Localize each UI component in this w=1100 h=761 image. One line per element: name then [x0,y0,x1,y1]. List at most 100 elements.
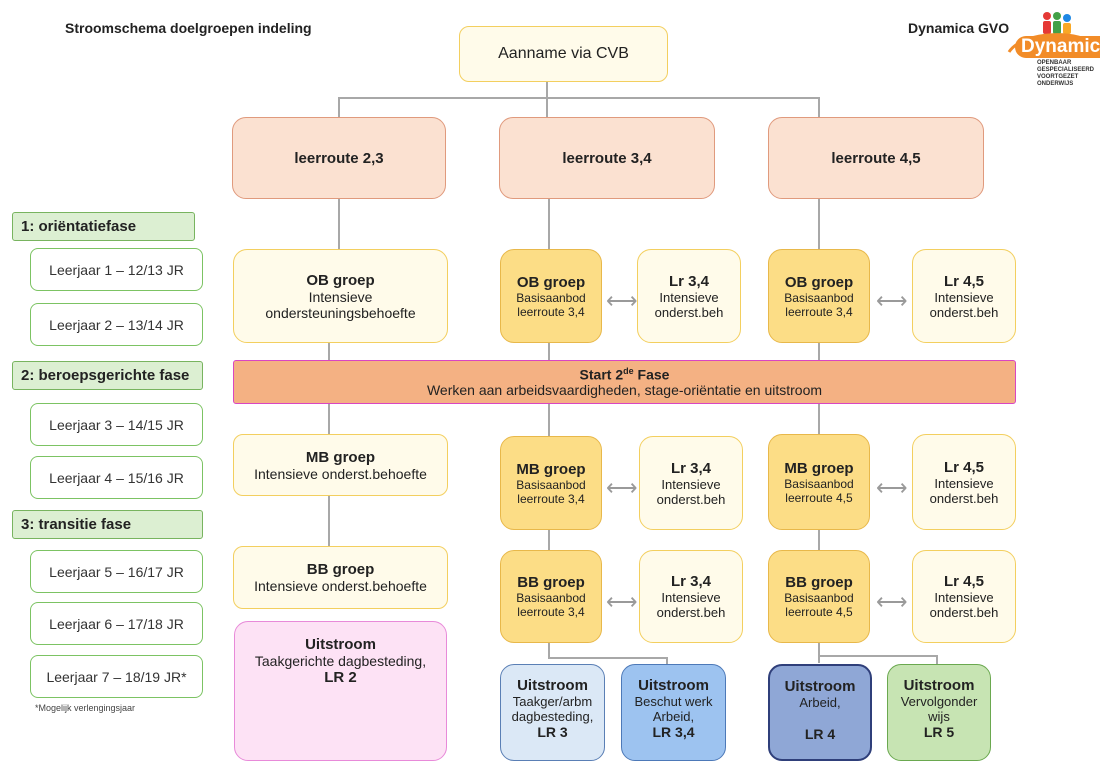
connector-line [818,97,820,117]
connector-line [936,655,938,665]
bb-group-col2: BB groep Basisaanbod leerroute 3,4 [500,550,602,643]
outflow-title: Uitstroom [903,677,975,694]
connector-line [818,199,820,249]
ob-group-col1: OB groep Intensieve ondersteuningsbehoef… [233,249,448,343]
year-item-5: Leerjaar 5 – 16/17 JR [30,550,203,593]
double-arrow-icon: ⟷ [876,589,908,614]
group-title: BB groep [306,561,375,578]
group-line: onderst.beh [929,304,999,320]
mb-group-col1: MB groep Intensieve onderst.behoefte [233,434,448,496]
route-label: leerroute 2,3 [294,149,384,167]
group-line: leerroute 4,5 [785,605,853,619]
year-item-7: Leerjaar 7 – 18/19 JR* [30,655,203,698]
double-arrow-icon: ⟷ [876,288,908,313]
group-line: onderst.beh [654,304,724,320]
logo-word: Dynamica [1015,36,1100,58]
year-item-3: Leerjaar 3 – 14/15 JR [30,403,203,446]
year-item-6: Leerjaar 6 – 17/18 JR [30,602,203,645]
outflow-line: Arbeid, [652,709,695,724]
connector-line [328,496,330,546]
group-line: ondersteuningsbehoefte [265,304,416,321]
ob-group-col2: OB groep Basisaanbod leerroute 3,4 [500,249,602,343]
outflow-code: LR 5 [923,724,955,740]
group-line: onderst.beh [929,605,999,620]
connector-line [666,657,668,665]
logo-line-2: GESPECIALISEERD [1037,67,1095,73]
group-title: BB groep [517,574,585,591]
group-title: Lr 3,4 [670,459,712,477]
bb-group-col1: BB groep Intensieve onderst.behoefte [233,546,448,609]
group-line: Basisaanbod [784,476,854,491]
outflow-line: wijs [928,709,950,724]
group-title: MB groep [305,448,376,466]
group-title: Lr 3,4 [668,272,710,290]
outflow-line: dagbesteding, [511,709,594,724]
connector-line [338,97,819,99]
logo-line-1: OPENBAAR [1037,60,1072,66]
group-line: Basisaanbod [516,477,586,492]
group-line: leerroute 3,4 [517,605,585,619]
double-arrow-icon: ⟷ [606,475,638,500]
lr34-intensive-bb: Lr 3,4 Intensieve onderst.beh [639,550,743,643]
banner-title: Start 2de Fase [579,365,670,383]
double-arrow-icon: ⟷ [606,288,638,313]
bb-group-col3: BB groep Basisaanbod leerroute 4,5 [768,550,870,643]
group-title: Lr 4,5 [943,458,985,476]
route-3-4-box: leerroute 3,4 [499,117,715,199]
connector-line [548,530,550,550]
logo-line-3: VOORTGEZET [1037,74,1079,80]
outflow-code: LR 3,4 [652,724,695,740]
group-title: BB groep [785,574,853,591]
group-line: onderst.beh [656,605,726,620]
group-line: Intensieve [661,590,721,605]
connector-line [548,643,550,659]
intake-label: Aanname via CVB [498,45,629,62]
route-label: leerroute 3,4 [562,149,652,167]
mb-group-col2: MB groep Basisaanbod leerroute 3,4 [500,436,602,530]
connector-line [338,97,340,117]
group-line: Basisaanbod [516,591,586,605]
outflow-line: Arbeid, [799,695,841,710]
group-line: Intensieve onderst.behoefte [254,465,427,482]
group-title: OB groep [784,273,854,291]
lr45-intensive-bb: Lr 4,5 Intensieve onderst.beh [912,550,1016,643]
outflow-title: Uitstroom [517,677,588,694]
double-arrow-icon: ⟷ [606,589,638,614]
group-line: Basisaanbod [784,591,854,605]
group-title: MB groep [516,460,586,478]
connector-line [328,343,330,360]
ob-group-col3: OB groep Basisaanbod leerroute 3,4 [768,249,870,343]
group-line: Intensieve [661,476,721,492]
outflow-lr5: Uitstroom Vervolgonder wijs LR 5 [887,664,991,761]
connector-line [548,657,666,659]
route-4-5-box: leerroute 4,5 [768,117,984,199]
connector-line [548,199,550,249]
outflow-line: Beschut werk [634,694,713,709]
outflow-title: Uitstroom [638,677,709,694]
connector-line [818,643,820,663]
route-2-3-box: leerroute 2,3 [232,117,446,199]
year-item-2: Leerjaar 2 – 13/14 JR [30,303,203,346]
outflow-title: Uitstroom [784,678,856,695]
connector-line [548,404,550,436]
outflow-lr34: Uitstroom Beschut werk Arbeid, LR 3,4 [621,664,726,761]
page-title: Stroomschema doelgroepen indeling [65,20,312,36]
intake-box: Aanname via CVB [459,26,668,82]
connector-line [328,404,330,434]
outflow-lr2: Uitstroom Taakgerichte dagbesteding, LR … [234,621,447,761]
group-line: leerroute 3,4 [517,304,585,319]
connector-line [546,97,548,117]
phase-label-3: 3: transitie fase [12,510,203,539]
group-line: onderst.beh [656,491,726,507]
outflow-code: LR 3 [537,724,568,740]
group-line: Intensieve [934,289,994,305]
footnote: *Mogelijk verlengingsjaar [35,703,136,713]
double-arrow-icon: ⟷ [876,475,908,500]
connector-line [548,343,550,360]
connector-line [338,199,340,249]
group-title: Lr 4,5 [943,272,985,290]
phase2-banner: Start 2de Fase Werken aan arbeidsvaardig… [233,360,1016,404]
connector-line [818,655,936,657]
group-line: Intensieve [659,289,719,305]
outflow-line: Vervolgonder [900,694,978,709]
